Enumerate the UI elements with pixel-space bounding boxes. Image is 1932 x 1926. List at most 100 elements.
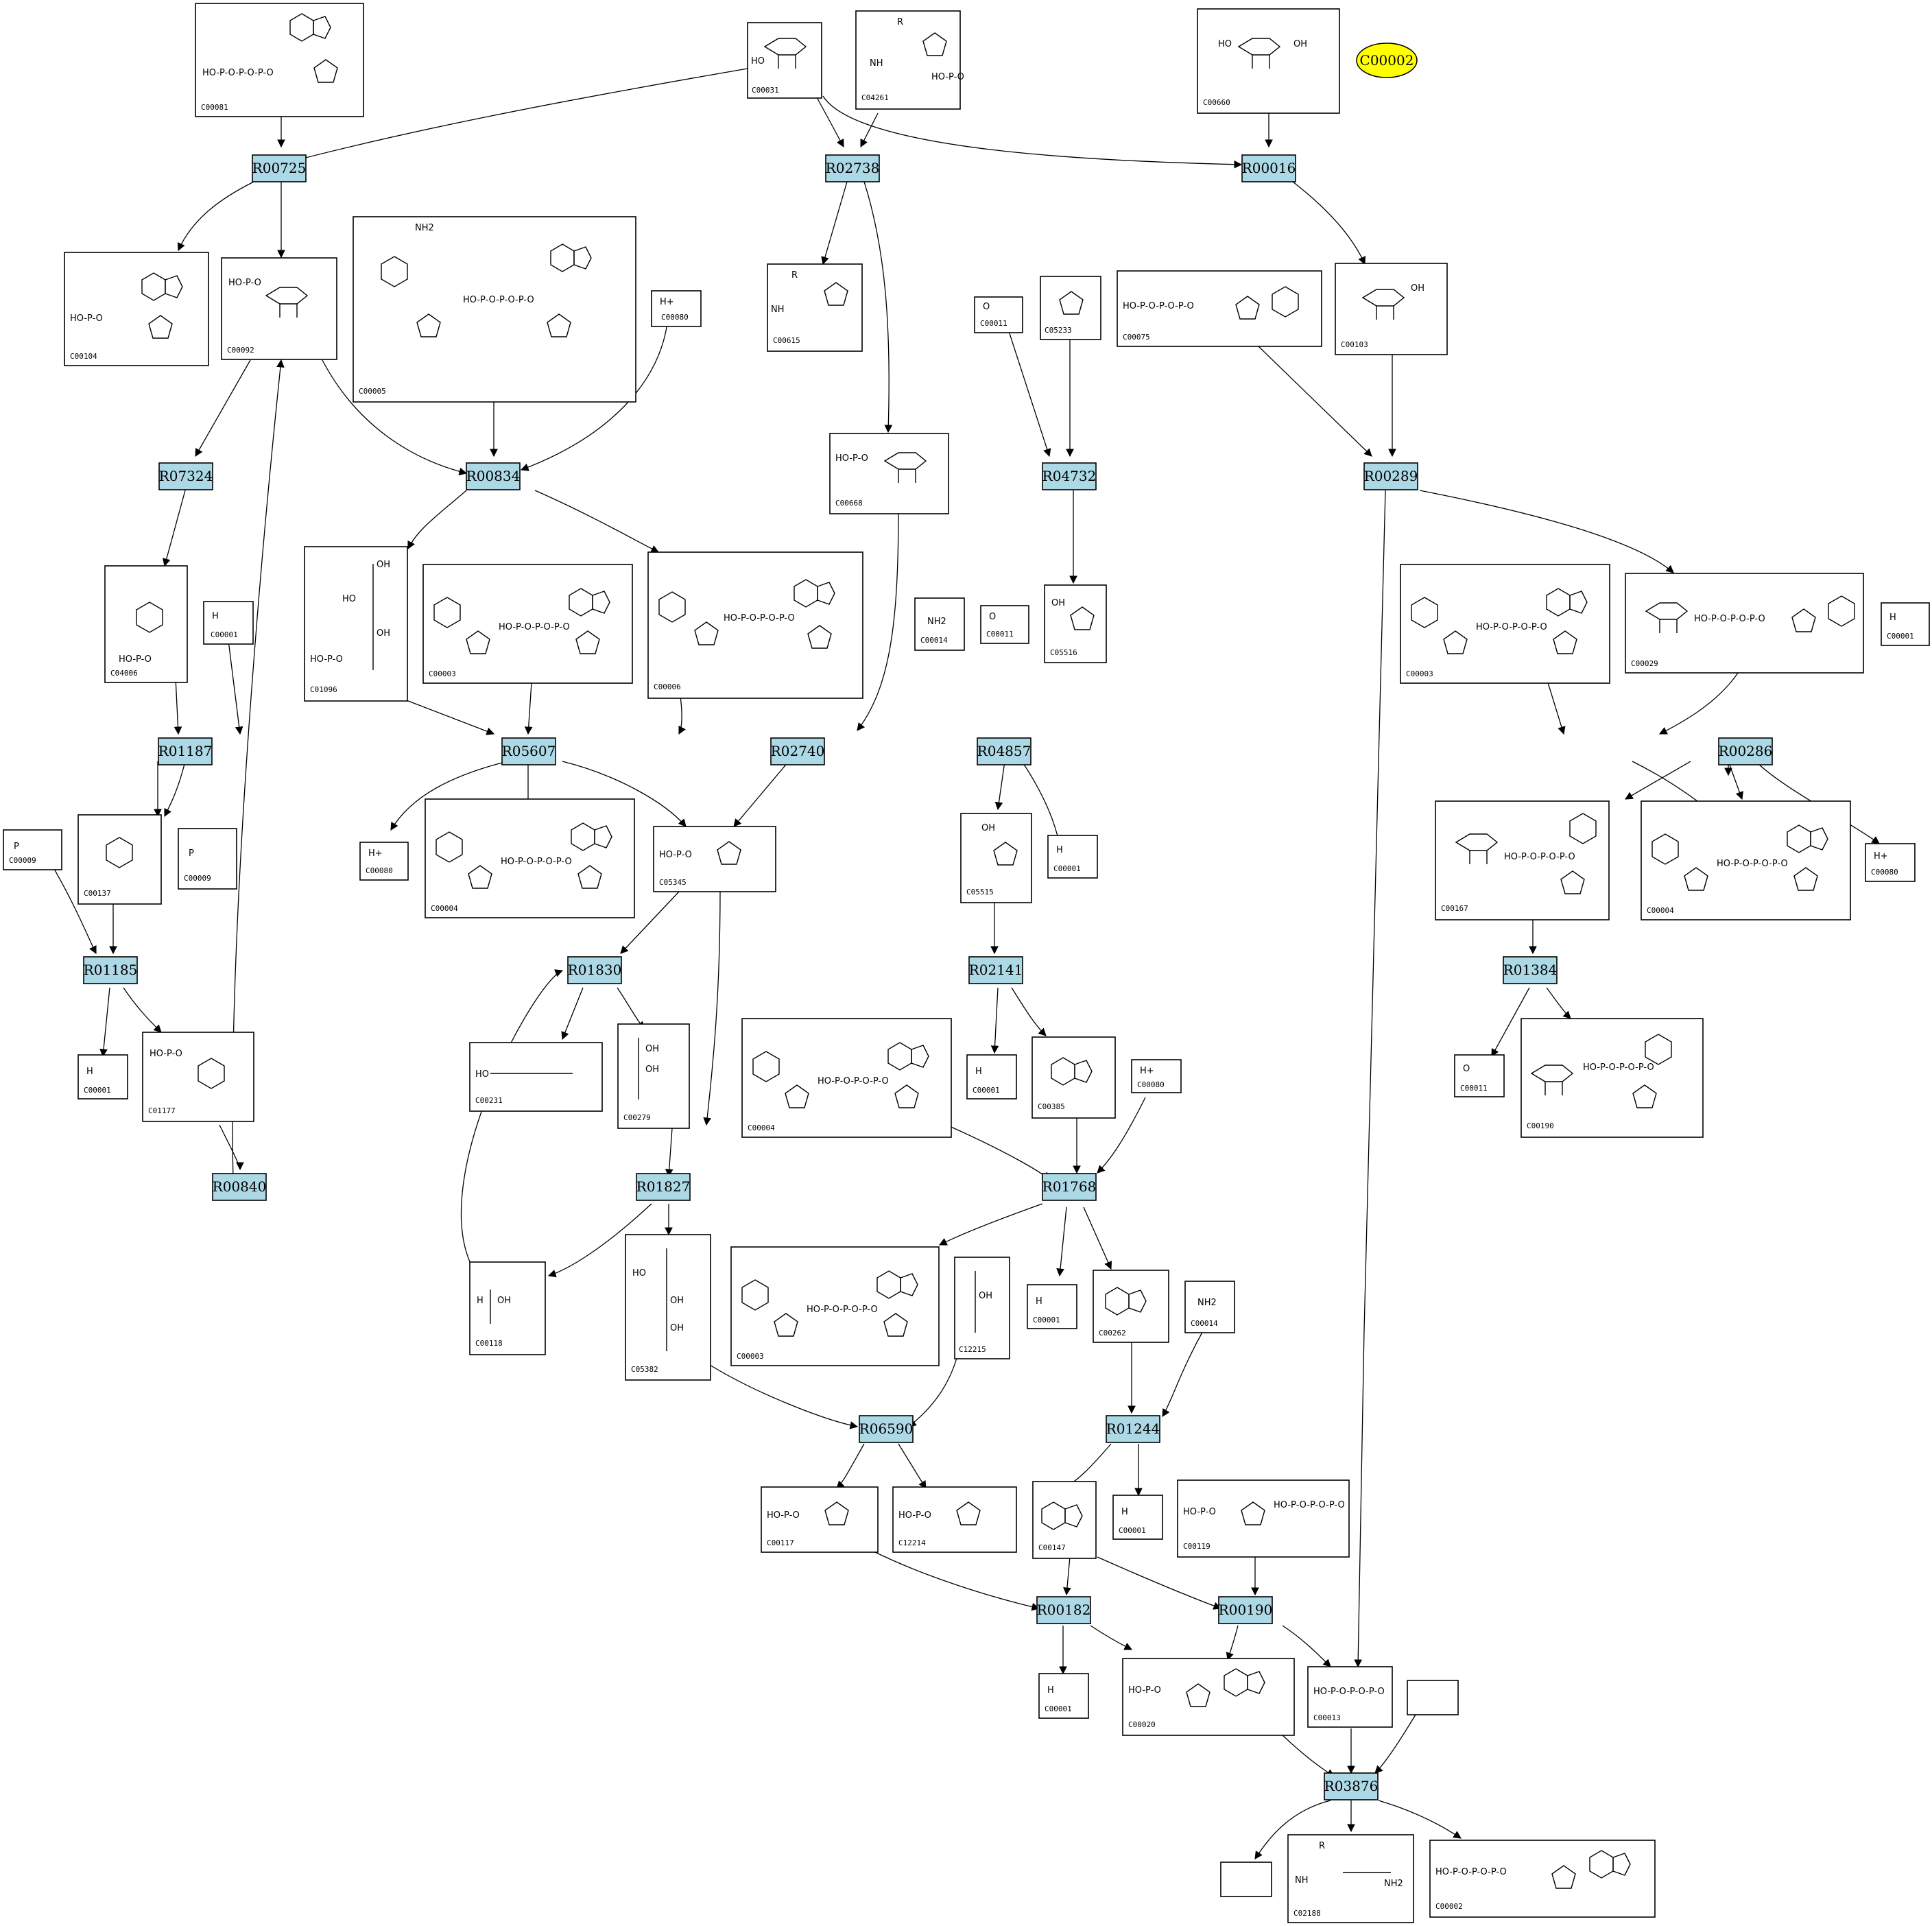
compound-node[interactable]: C00137	[77, 814, 162, 905]
compound-node[interactable]: OH C05516	[1044, 584, 1107, 663]
compound-node[interactable]: H C00001	[77, 1054, 128, 1099]
compound-node[interactable]: H OH C00118	[469, 1261, 546, 1355]
compound-node[interactable]: HO-P-O-P-O-P-O C00004	[425, 798, 635, 918]
compound-node[interactable]: H C00001	[966, 1054, 1017, 1099]
reaction-node[interactable]: R00289	[1363, 462, 1418, 490]
compound-id: C00262	[1099, 1329, 1126, 1338]
compound-node[interactable]: HO-P-O C00092	[221, 257, 337, 360]
compound-node[interactable]: O C00011	[1454, 1054, 1505, 1097]
compound-node[interactable]: OH C12215	[954, 1257, 1010, 1359]
reaction-node[interactable]: R01830	[567, 956, 622, 984]
compound-node[interactable]: HO-P-O-P-O-P-O C00003	[422, 564, 633, 684]
compound-node[interactable]: HO-P-O-P-O-P-O C00004	[741, 1018, 952, 1138]
compound-id: C00660	[1203, 98, 1230, 107]
compound-node[interactable]: H+ C00080	[1131, 1059, 1182, 1093]
focus-compound[interactable]: C00002	[1356, 43, 1418, 78]
reaction-node[interactable]: R00182	[1036, 1596, 1091, 1624]
compound-node[interactable]: HO-P-O C00117	[761, 1486, 879, 1553]
compound-id: C00081	[201, 103, 228, 112]
svg-text:HO: HO	[632, 1268, 646, 1279]
compound-node[interactable]: NH2 C00014	[914, 597, 965, 651]
compound-node[interactable]: C00262	[1093, 1270, 1169, 1343]
compound-node[interactable]: HO-P-O C04006	[104, 565, 188, 683]
compound-node-empty[interactable]	[1407, 1680, 1459, 1715]
reaction-node[interactable]: R01768	[1042, 1173, 1097, 1201]
compound-node[interactable]: OH OH C00279	[617, 1023, 690, 1129]
compound-node[interactable]: HO-P-O-P-O-P-O C00081	[195, 3, 364, 117]
compound-node[interactable]: H+ C00080	[1865, 843, 1916, 882]
compound-node[interactable]: HO C00031	[747, 22, 822, 99]
reaction-node[interactable]: R01244	[1106, 1415, 1160, 1443]
reaction-node[interactable]: R01827	[636, 1173, 691, 1201]
compound-node[interactable]: HO-P-O-P-O-P-O C00190	[1520, 1018, 1704, 1138]
compound-node[interactable]: HO-P-O-P-O-P-O C00003	[730, 1246, 940, 1366]
compound-node[interactable]: OH C05515	[960, 813, 1032, 903]
compound-node[interactable]: HO-P-O C05345	[653, 826, 776, 892]
compound-node[interactable]: HO-P-O C12214	[892, 1486, 1017, 1553]
compound-node[interactable]: HO-P-O-P-O-P-O C00003	[1400, 564, 1610, 684]
compound-node[interactable]: HO-P-O-P-O-P-O C00004	[1641, 800, 1851, 920]
reaction-node[interactable]: R02141	[968, 956, 1023, 984]
compound-node[interactable]: H C00001	[1027, 1284, 1077, 1329]
reaction-node[interactable]: R00016	[1241, 154, 1296, 182]
compound-node[interactable]: R NH HO-P-O C04261	[855, 10, 964, 110]
reaction-node[interactable]: R01187	[158, 737, 213, 765]
compound-node[interactable]: HO-P-O C01177	[142, 1032, 254, 1122]
reaction-node[interactable]: R04732	[1042, 462, 1097, 490]
compound-node[interactable]: HO-P-O HO-P-O-P-O-P-O C00119	[1177, 1479, 1350, 1558]
reaction-label: R00834	[466, 468, 521, 484]
reaction-label: R01244	[1106, 1420, 1160, 1437]
compound-node[interactable]: H+ C00080	[651, 290, 702, 327]
compound-node[interactable]: R NH NH2 C02188	[1287, 1834, 1414, 1923]
reaction-node[interactable]: R06590	[859, 1415, 914, 1443]
reaction-node[interactable]: R03876	[1324, 1772, 1379, 1800]
reaction-node[interactable]: R01185	[83, 956, 138, 984]
compound-node[interactable]: OH HO OH HO-P-O C01096	[304, 546, 408, 702]
compound-node[interactable]: HO-P-O-P-O-P-O C00013	[1307, 1666, 1393, 1728]
compound-node[interactable]: OH C00103	[1335, 263, 1448, 355]
compound-node[interactable]: H C00001	[1881, 602, 1930, 646]
compound-node[interactable]: O C00011	[974, 296, 1023, 333]
compound-id: C00080	[366, 866, 393, 875]
compound-node[interactable]: HO C00231	[469, 1042, 603, 1112]
compound-node[interactable]: NH2 C00014	[1184, 1281, 1235, 1333]
compound-node[interactable]: C00385	[1031, 1036, 1116, 1119]
reaction-node[interactable]: R04857	[977, 737, 1031, 765]
compound-node[interactable]: H C00001	[1047, 835, 1098, 879]
compound-node[interactable]: P C00009	[3, 829, 62, 870]
compound-node[interactable]: HO-P-O C00020	[1122, 1658, 1295, 1736]
compound-node[interactable]: H C00001	[1038, 1673, 1089, 1719]
reaction-node[interactable]: R00190	[1218, 1596, 1273, 1624]
reaction-node[interactable]: R00840	[212, 1173, 267, 1201]
compound-node[interactable]: HO-P-O-P-O-P-O C00002	[1429, 1840, 1656, 1918]
compound-node[interactable]: C00147	[1032, 1481, 1097, 1559]
compound-node[interactable]: HO OH OH C05382	[625, 1234, 711, 1381]
compound-id: C00080	[661, 313, 689, 322]
compound-id: C00011	[1460, 1084, 1488, 1093]
reaction-node[interactable]: R00834	[466, 462, 521, 490]
reaction-node[interactable]: R05607	[501, 737, 556, 765]
compound-node[interactable]: O C00011	[980, 605, 1029, 644]
compound-node[interactable]: HO-P-O-P-O-P-O C00075	[1117, 270, 1322, 347]
compound-node[interactable]: C05233	[1040, 276, 1101, 340]
compound-node[interactable]: HO OH C00660	[1197, 8, 1340, 114]
svg-text:NH2: NH2	[927, 617, 946, 627]
reaction-node[interactable]: R00286	[1718, 737, 1773, 765]
compound-node[interactable]: HO-P-O-P-O-P-O C00029	[1625, 573, 1864, 674]
reaction-node[interactable]: R01384	[1503, 956, 1558, 984]
reaction-node[interactable]: R02740	[770, 737, 825, 765]
compound-node[interactable]: HO-P-O C00668	[829, 433, 949, 514]
reaction-node[interactable]: R02738	[825, 154, 880, 182]
compound-node[interactable]: HO-P-O C00104	[64, 252, 209, 366]
reaction-node[interactable]: R00725	[252, 154, 307, 182]
compound-node-empty[interactable]	[1220, 1862, 1272, 1897]
compound-node[interactable]: HO-P-O-P-O-P-O NH2 C00005	[353, 216, 636, 403]
compound-node[interactable]: H C00001	[203, 601, 254, 645]
compound-node[interactable]: HO-P-O-P-O-P-O C00006	[647, 551, 863, 699]
compound-node[interactable]: H+ C00080	[359, 842, 409, 881]
compound-node[interactable]: P C00009	[178, 828, 237, 890]
compound-node[interactable]: H C00001	[1112, 1495, 1163, 1540]
compound-node[interactable]: HO-P-O-P-O-P-O C00167	[1435, 800, 1610, 920]
compound-node[interactable]: R NH C00615	[767, 263, 863, 352]
reaction-node[interactable]: R07324	[158, 462, 213, 490]
